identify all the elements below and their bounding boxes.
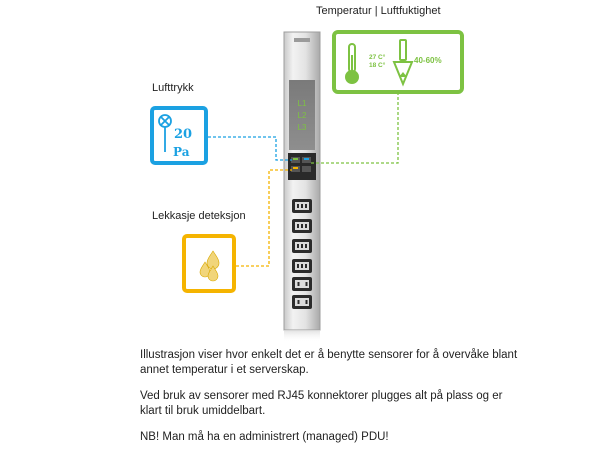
c13-outlet	[292, 219, 312, 233]
humidity-range: 40-60%	[414, 56, 442, 65]
hygrometer-icon	[392, 39, 414, 87]
c19-outlet	[292, 277, 312, 291]
thermometer-icon	[345, 43, 359, 84]
power-outlets	[292, 199, 312, 309]
temp-high: 27 C°	[369, 53, 386, 61]
air-pressure-title: Lufttrykk	[152, 82, 194, 94]
description-paragraph-3: NB! Man må ha en administrert (managed) …	[140, 431, 389, 443]
c13-outlet	[292, 259, 312, 273]
air-pressure-sensor: 20 Pa	[150, 106, 208, 165]
leak-detection-title: Lekkasje deteksjon	[152, 210, 246, 222]
pressure-value: 20	[174, 127, 192, 142]
temp-humidity-cable	[309, 92, 399, 164]
pressure-gauge-icon	[158, 114, 172, 152]
pressure-unit: Pa	[173, 145, 190, 159]
description: Illustrasjon viser hvor enkelt det er å …	[140, 348, 520, 456]
description-paragraph-1: Illustrasjon viser hvor enkelt det er å …	[140, 349, 518, 376]
c13-outlet	[292, 199, 312, 213]
leak-cable	[236, 169, 292, 267]
display-line-l2: L2	[298, 111, 307, 120]
temp-humidity-title: Temperatur | Luftfuktighet	[316, 5, 441, 17]
temp-humidity-sensor: 27 C° 18 C° 40-60%	[332, 30, 464, 94]
display-line-l3: L3	[298, 123, 307, 132]
rj45-ports	[288, 153, 316, 180]
c19-outlet	[292, 295, 312, 309]
water-drops-icon	[199, 250, 220, 282]
description-paragraph-2: Ved bruk av sensorer med RJ45 konnektore…	[140, 390, 503, 417]
temp-low: 18 C°	[369, 61, 386, 69]
air-pressure-cable	[208, 136, 292, 161]
pdu-display	[289, 80, 315, 150]
pdu-unit: L1 L2 L3	[283, 31, 321, 342]
pdu-display-lines: L1 L2 L3	[298, 99, 307, 132]
display-line-l1: L1	[298, 99, 307, 108]
leak-sensor	[182, 234, 236, 293]
c13-outlet	[292, 239, 312, 253]
